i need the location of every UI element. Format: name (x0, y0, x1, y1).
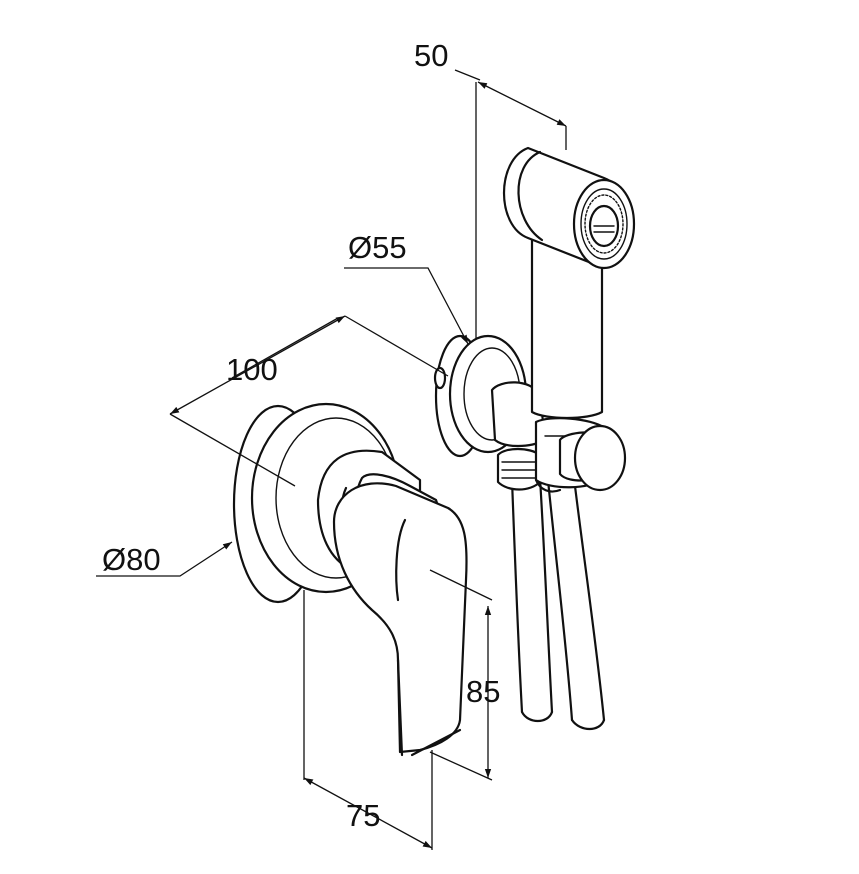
dim-handle-projection: 75 (346, 798, 380, 833)
dim-depth: 100 (226, 352, 278, 387)
dim-rosette-diameter: Ø80 (102, 542, 161, 577)
wall-bracket (433, 334, 547, 491)
hose-group (510, 476, 606, 731)
dim-top-width: 50 (414, 38, 448, 73)
dimension-labels: 50 Ø55 100 Ø80 85 75 (102, 38, 500, 833)
dim-bracket-diameter: Ø55 (348, 230, 407, 265)
dimension-lines (96, 69, 567, 850)
mixer-handle (316, 449, 468, 757)
dim-handle-height: 85 (466, 674, 500, 709)
shower-holder (534, 417, 627, 493)
